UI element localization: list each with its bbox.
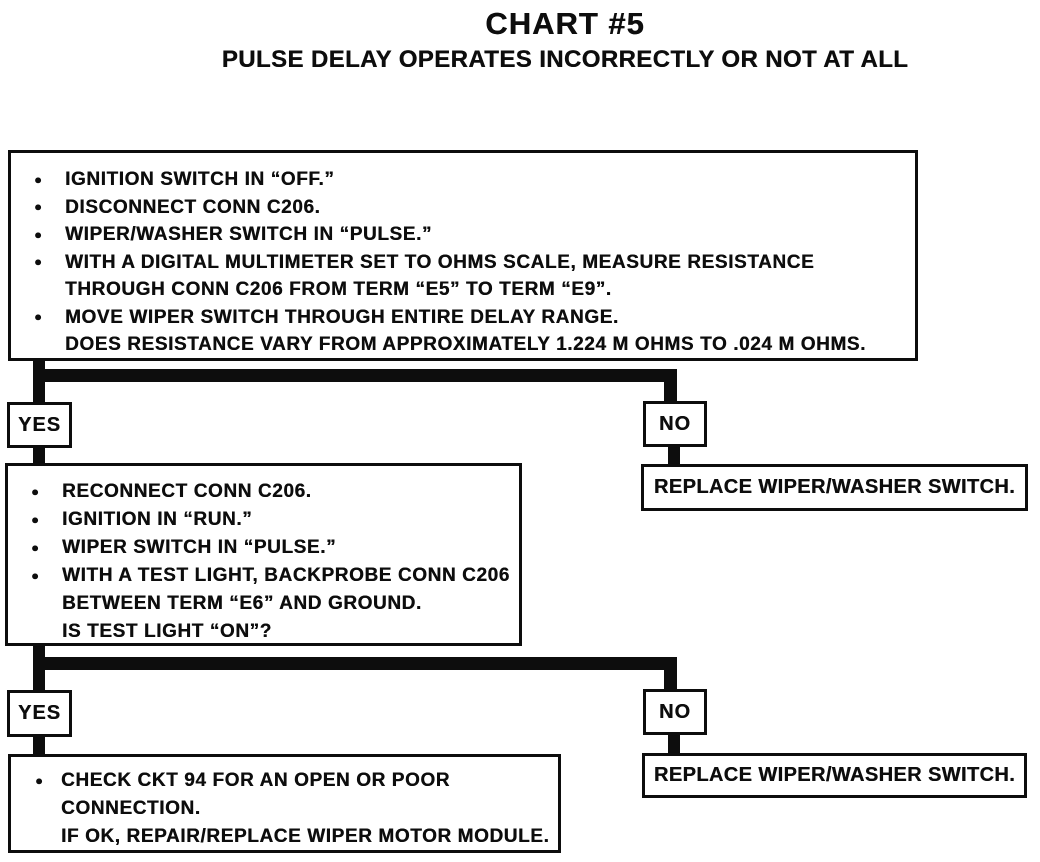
chart-header: CHART #5 PULSE DELAY OPERATES INCORRECTL…	[90, 6, 1040, 75]
bullet-icon: ●	[34, 171, 43, 187]
instruction-text: WIPER SWITCH IN “PULSE.”	[62, 537, 337, 558]
instruction-text: WITH A TEST LIGHT, BACKPROBE CONN C206	[62, 565, 510, 586]
connector-branch2-no-drop	[664, 657, 677, 691]
bullet-icon: ●	[34, 309, 43, 325]
connector-no2-action2	[668, 733, 680, 755]
instruction-line: ● RECONNECT CONN C206.	[8, 478, 519, 506]
instruction-text: IF OK, REPAIR/REPLACE WIPER MOTOR MODULE…	[61, 826, 550, 847]
connector-yes2-step3	[33, 735, 45, 756]
instruction-text: RECONNECT CONN C206.	[62, 481, 312, 502]
instruction-line: ● IGNITION SWITCH IN “OFF.”	[11, 166, 915, 194]
decision-yes-2: YES	[7, 690, 72, 737]
decision-no-2: NO	[643, 689, 707, 735]
instruction-text: THROUGH CONN C206 FROM TERM “E5” TO TERM…	[65, 279, 612, 300]
instruction-text: MOVE WIPER SWITCH THROUGH ENTIRE DELAY R…	[65, 306, 619, 328]
instruction-line: ● DISCONNECT CONN C206.	[11, 194, 915, 222]
instruction-text: IS TEST LIGHT “ON”?	[62, 621, 272, 642]
instruction-box-step2: ● RECONNECT CONN C206. ● IGNITION IN “RU…	[5, 463, 522, 646]
instruction-line: ● IGNITION IN “RUN.”	[8, 506, 519, 534]
bullet-icon: ●	[31, 511, 40, 527]
instruction-text: IGNITION SWITCH IN “OFF.”	[65, 169, 335, 190]
instruction-line: CONNECTION.	[11, 795, 558, 823]
bullet-icon: ●	[31, 483, 40, 499]
instruction-text: CHECK CKT 94 FOR AN OPEN OR POOR	[61, 770, 451, 791]
bullet-icon: ●	[35, 772, 44, 788]
connector-branch2-horizontal	[36, 657, 677, 670]
page-title: CHART #5	[485, 6, 645, 41]
instruction-line: ● WIPER SWITCH IN “PULSE.”	[8, 534, 519, 562]
instruction-text: IGNITION IN “RUN.”	[62, 509, 253, 530]
connector-branch1-no-drop	[664, 369, 677, 403]
action-box-replace-switch-1: REPLACE WIPER/WASHER SWITCH.	[641, 464, 1028, 511]
bullet-icon: ●	[31, 567, 40, 583]
connector-no1-action1	[668, 445, 680, 467]
instruction-line: ● WITH A DIGITAL MULTIMETER SET TO OHMS …	[11, 249, 915, 277]
bullet-icon: ●	[34, 254, 43, 270]
decision-yes-1: YES	[7, 402, 72, 448]
instruction-text: DISCONNECT CONN C206.	[65, 196, 321, 218]
connector-branch1-horizontal	[36, 369, 677, 382]
instruction-text: BETWEEN TERM “E6” AND GROUND.	[62, 593, 422, 614]
instruction-box-step1: ● IGNITION SWITCH IN “OFF.” ● DISCONNECT…	[8, 150, 918, 361]
instruction-text: WIPER/WASHER SWITCH IN “PULSE.”	[65, 224, 432, 245]
instruction-line: ● CHECK CKT 94 FOR AN OPEN OR POOR	[11, 767, 558, 795]
instruction-box-step3: ● CHECK CKT 94 FOR AN OPEN OR POOR CONNE…	[8, 754, 561, 853]
action-box-replace-switch-2: REPLACE WIPER/WASHER SWITCH.	[642, 753, 1027, 798]
instruction-text: WITH A DIGITAL MULTIMETER SET TO OHMS SC…	[65, 251, 815, 273]
instruction-line: ● WITH A TEST LIGHT, BACKPROBE CONN C206	[8, 562, 519, 590]
instruction-text: DOES RESISTANCE VARY FROM APPROXIMATELY …	[65, 334, 866, 355]
instruction-line: DOES RESISTANCE VARY FROM APPROXIMATELY …	[11, 331, 915, 359]
decision-no-1: NO	[643, 401, 707, 447]
connector-yes1-step2	[33, 446, 45, 466]
instruction-line: IF OK, REPAIR/REPLACE WIPER MOTOR MODULE…	[11, 823, 558, 851]
bullet-icon: ●	[34, 226, 43, 242]
page-subtitle: PULSE DELAY OPERATES INCORRECTLY OR NOT …	[221, 46, 909, 73]
instruction-text: CONNECTION.	[61, 798, 201, 819]
instruction-line: BETWEEN TERM “E6” AND GROUND.	[8, 590, 519, 618]
instruction-line: ● WIPER/WASHER SWITCH IN “PULSE.”	[11, 221, 915, 249]
bullet-icon: ●	[31, 539, 40, 555]
instruction-line: THROUGH CONN C206 FROM TERM “E5” TO TERM…	[11, 276, 915, 304]
bullet-icon: ●	[34, 199, 43, 215]
instruction-line: ● MOVE WIPER SWITCH THROUGH ENTIRE DELAY…	[11, 304, 915, 332]
instruction-line: IS TEST LIGHT “ON”?	[8, 618, 519, 646]
